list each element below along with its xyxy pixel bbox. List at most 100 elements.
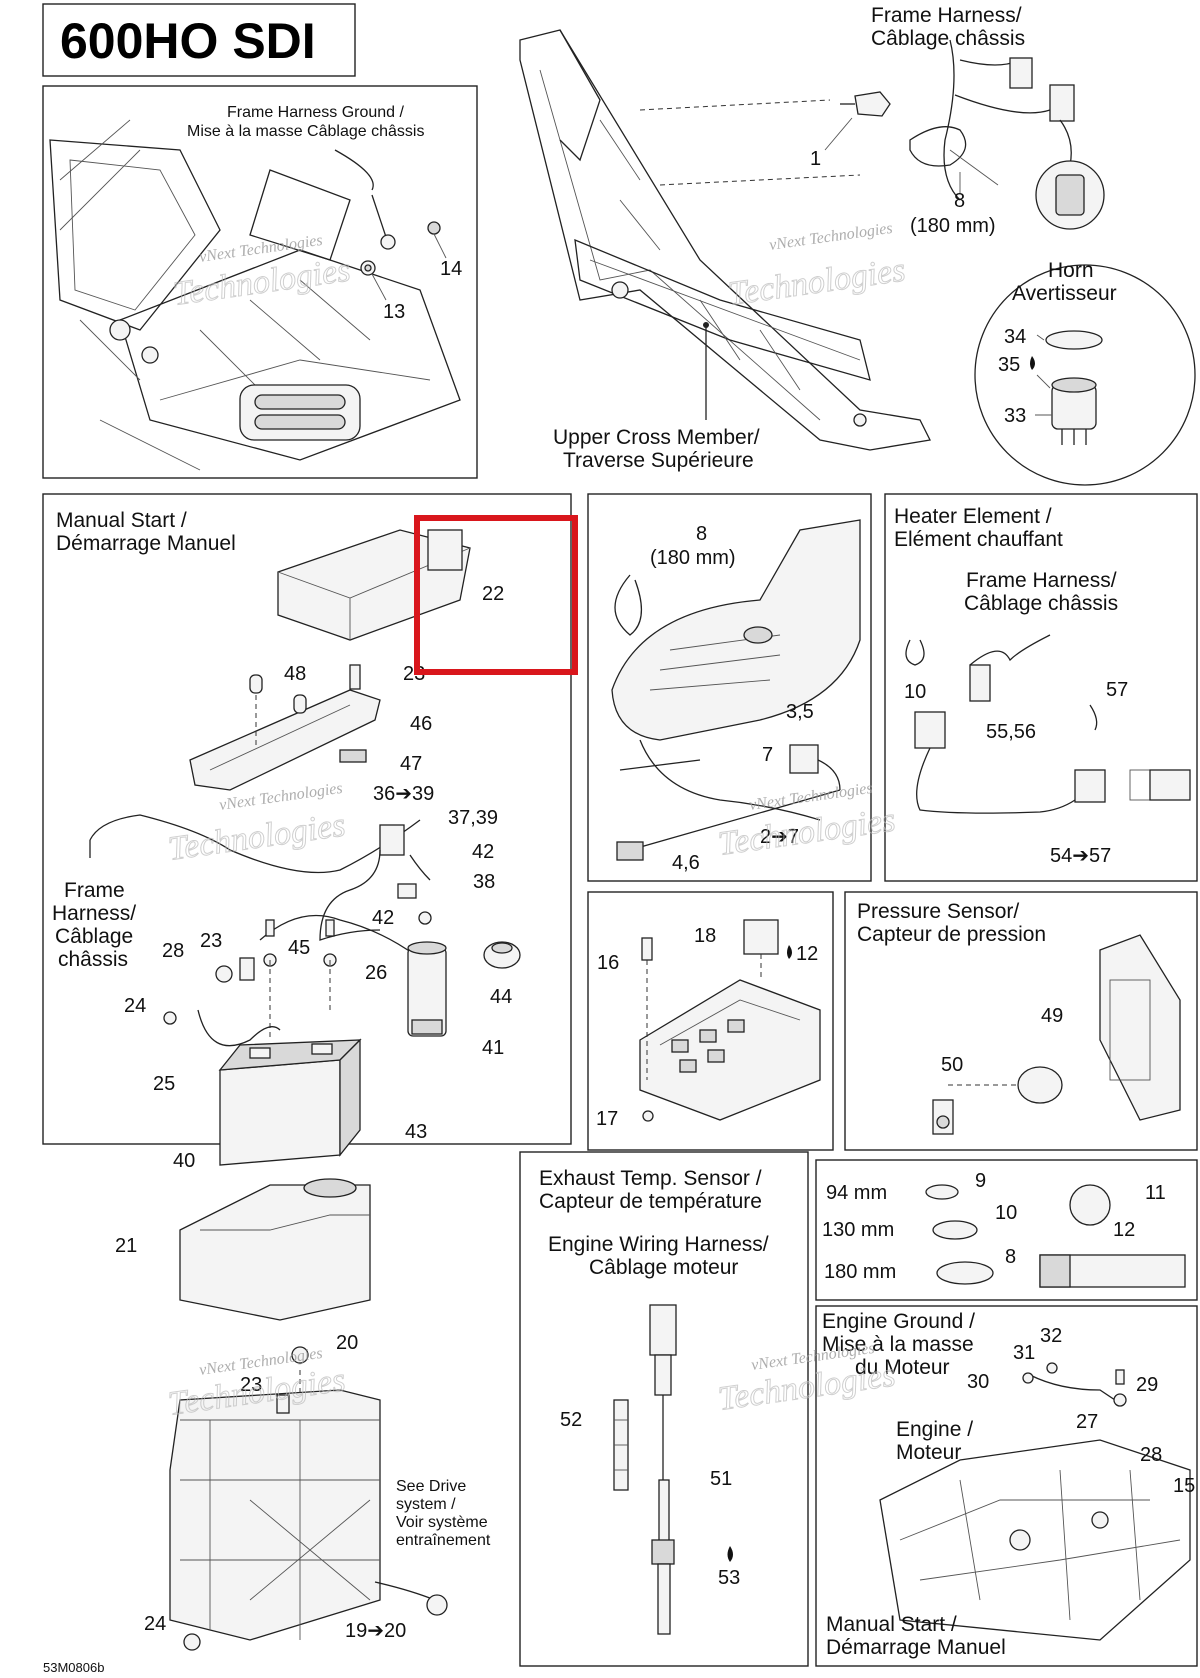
callout-49: 49 [1041,1005,1063,1027]
manual-start-illustration [89,529,521,1651]
callout-14: 14 [440,258,462,280]
callout-21: 21 [115,1235,137,1257]
callout-8b: 8 [696,523,707,545]
callout-28b: 28 [1140,1444,1162,1466]
watermark-outline-2: Technologies [726,251,908,312]
label-heater-element-2: Elément chauffant [894,528,1063,551]
label-exhaust-sensor-2: Capteur de température [539,1190,762,1213]
label-frame-harness-left-3: Câblage [55,925,133,948]
label-horn-1: Horn [1048,259,1094,282]
label-heater-element-1: Heater Element / [894,505,1052,528]
callout-31: 31 [1013,1342,1035,1364]
label-180mm: 180 mm [824,1261,896,1283]
label-frame-harness-ground-1: Frame Harness Ground / [227,104,405,121]
callout-53: 53 [718,1567,740,1589]
label-94mm: 94 mm [826,1182,887,1204]
callout-52: 52 [560,1409,582,1431]
label-pressure-sensor-2: Capteur de pression [857,923,1046,946]
fuel-tank-illustration [611,519,861,861]
panel-frames [42,85,1198,1667]
sealant-drop-icon [727,1546,733,1562]
fuse-box-illustration [639,919,821,1122]
callout-10b: 10 [995,1202,1017,1224]
label-engine-2: Moteur [896,1441,961,1464]
callout-47: 47 [400,753,422,775]
callout-28: 28 [162,940,184,962]
callout-9: 9 [975,1170,986,1192]
label-see-drive-1: See Drive [396,1478,466,1495]
label-engine-ground-3: du Moteur [855,1356,950,1379]
label-see-drive-3: Voir système [396,1514,488,1531]
engine-ground-illustration [879,1362,1191,1641]
callout-11: 11 [1145,1182,1166,1204]
callout-8b-mm: (180 mm) [650,547,736,569]
label-horn-2: Avertisseur [1012,282,1117,305]
callout-32: 32 [1040,1325,1062,1347]
callout-13: 13 [383,301,405,323]
label-frame-harness-top-1: Frame Harness/ [871,4,1022,27]
panel-engine-ground [815,1305,1198,1667]
callout-50: 50 [941,1054,963,1076]
panel-fuel-sender [587,493,872,882]
horn-harness-illustration [824,39,1196,486]
label-pressure-sensor-1: Pressure Sensor/ [857,900,1019,923]
callout-54-57: 54➔57 [1050,845,1111,867]
callout-45: 45 [288,937,310,959]
grease-drop-icon [1030,356,1035,370]
label-exhaust-sensor-1: Exhaust Temp. Sensor / [539,1167,762,1190]
callout-1: 1 [810,148,821,170]
callout-36-39: 36➔39 [373,783,434,805]
label-engine-ground-2: Mise à la masse [822,1333,974,1356]
callout-17: 17 [596,1108,618,1130]
panel-pressure-sensor [844,891,1198,1151]
frame-cross-member-illustration [519,29,931,451]
panel-heater-element [884,493,1198,882]
callout-23b: 23 [200,930,222,952]
label-frame-harness-ground-2: Mise à la masse Câblage châssis [187,123,424,140]
callout-4-6: 4,6 [672,852,700,874]
callout-42b: 42 [372,907,394,929]
label-see-drive-2: system / [396,1496,456,1513]
callout-12b: 12 [1113,1219,1135,1241]
watermark-outline-3: Technologies [166,806,348,867]
footer-code: 53M0806b [43,1660,104,1675]
label-frame-harness-top-2: Câblage châssis [871,27,1025,50]
callout-51: 51 [710,1468,732,1490]
panel-fuse-box [587,891,834,1151]
adhesive-drop-icon [787,945,792,959]
callout-34: 34 [1004,326,1026,348]
callout-46: 46 [410,713,432,735]
panel-frame-harness-ground [42,85,478,479]
label-engine-wiring-2: Câblage moteur [589,1256,738,1279]
frame-ground-illustration [49,119,461,471]
callout-19-20: 19➔20 [345,1620,406,1642]
callout-42a: 42 [472,841,494,863]
callout-23c: 23 [240,1374,262,1396]
label-frame-harness-heater-1: Frame Harness/ [966,569,1117,592]
label-130mm: 130 mm [822,1219,894,1241]
label-engine-1: Engine / [896,1418,973,1441]
title-block: 600HO SDI [42,3,356,77]
callout-10a: 10 [904,681,926,703]
callout-41: 41 [482,1037,504,1059]
callout-33: 33 [1004,405,1026,427]
callout-30: 30 [967,1371,989,1393]
callout-8a-mm: (180 mm) [910,215,996,237]
label-upper-cross-member-2: Traverse Supérieure [563,449,754,472]
callout-26: 26 [365,962,387,984]
callout-18: 18 [694,925,716,947]
watermark-text-2: vNext Technologies [768,220,893,254]
label-manual-start-bottom-2: Démarrage Manuel [826,1636,1006,1659]
heater-element-illustration [905,634,1191,814]
exhaust-sensor-illustration [613,1304,677,1635]
callout-16: 16 [597,952,619,974]
watermark-outline-1: Technologies [171,251,353,312]
callout-7: 7 [762,744,773,766]
label-manual-start-bottom-1: Manual Start / [826,1613,957,1636]
callout-15: 15 [1173,1475,1195,1497]
label-frame-harness-heater-2: Câblage châssis [964,592,1118,615]
callout-40: 40 [173,1150,195,1172]
panel-tie-straps [815,1159,1198,1301]
label-upper-cross-member-1: Upper Cross Member/ [553,426,760,449]
